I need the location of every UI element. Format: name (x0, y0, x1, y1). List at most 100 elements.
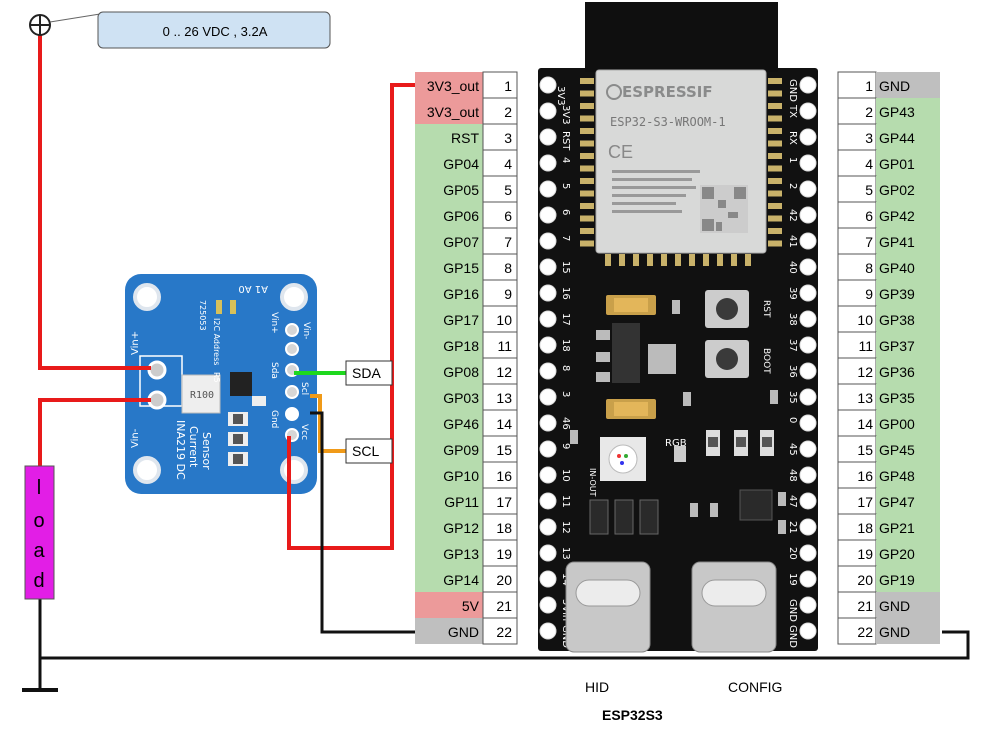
ina219-sensor-board: R100 Vin+ Vin- 725053 I2C Address A1 A0 … (125, 274, 317, 494)
header-pin (539, 622, 557, 640)
silk-name1: INA219 DC (174, 420, 187, 480)
pin-label-cell (415, 384, 483, 410)
wire-scl (310, 394, 346, 453)
ina219-chip (230, 372, 252, 396)
pin-label: GP40 (879, 260, 915, 276)
module-name: ESP32-S3-WROOM-1 (610, 115, 726, 129)
pin-label: 3V3_out (427, 104, 479, 120)
board-silk-label: 40 (787, 261, 798, 274)
pin-label: GP15 (443, 260, 479, 276)
board-silk-label: 18 (560, 339, 571, 352)
pin-number-cell (837, 487, 877, 515)
header-pin (799, 570, 817, 588)
silk-vcc: Vcc (299, 424, 309, 440)
pin-label-cell (876, 436, 940, 462)
pin-number: 18 (857, 520, 873, 536)
pin-label: GP42 (879, 208, 915, 224)
silk-vin-minus: Vin- (130, 428, 141, 448)
pin-number-cell (837, 279, 877, 307)
pin-number-cell (482, 383, 518, 411)
pin-number: 2 (865, 104, 873, 120)
pin-label: GP05 (443, 182, 479, 198)
pin-label: GP46 (443, 416, 479, 432)
silk-vin-minus-r: Vin- (301, 322, 311, 339)
header-pin (799, 232, 817, 250)
pin-number: 17 (857, 494, 873, 510)
header-pin (539, 492, 557, 510)
board-silk-label: 12 (560, 521, 571, 534)
pin-number: 10 (496, 312, 512, 328)
regulator-tab (648, 344, 676, 374)
pin-label: GP48 (879, 468, 915, 484)
board-silk-label: 48 (787, 469, 798, 482)
pin-label: GP11 (444, 494, 479, 510)
pin-number-cell (837, 175, 877, 203)
pin-number: 2 (504, 104, 512, 120)
pin-number: 20 (496, 572, 512, 588)
board-silk-label: 47 (787, 495, 798, 508)
rst-button[interactable] (705, 290, 749, 328)
header-pin (799, 414, 817, 432)
wire-vin-minus-to-load (38, 398, 151, 466)
pin-label-cell (415, 254, 483, 280)
pin-label-cell (415, 618, 483, 644)
pin-number: 4 (504, 156, 512, 172)
pin-label-cell (876, 410, 940, 436)
diode-array (589, 499, 659, 535)
pin-label: GP16 (443, 286, 479, 302)
pin-label: GP45 (879, 442, 915, 458)
supply-terminal: 0 .. 26 VDC , 3.2A (29, 11, 331, 49)
usb-c-port-hid[interactable] (565, 561, 651, 653)
usb-c-port-config[interactable] (691, 561, 777, 653)
supply-label: 0 .. 26 VDC , 3.2A (163, 24, 268, 39)
pin-label: GP00 (879, 416, 915, 432)
board-silk-label: 9 (560, 443, 571, 449)
pin-number-cell (837, 253, 877, 281)
header-pin (799, 622, 817, 640)
pin-label-cell (415, 462, 483, 488)
pin-number: 21 (496, 598, 512, 614)
pin-number: 13 (857, 390, 873, 406)
pin-label: GND (879, 624, 910, 640)
pin-label: GP12 (443, 520, 479, 536)
load-letter-4: d (33, 570, 44, 592)
board-silk-label: 46 (560, 417, 571, 430)
boot-button[interactable] (705, 340, 749, 378)
pin-number-cell (482, 201, 518, 229)
board-silk-label: 15 (560, 261, 571, 274)
sda-label: SDA (352, 365, 381, 381)
pin-label-cell (876, 98, 940, 124)
pin-label: GP19 (879, 572, 915, 588)
board-silk-label: 3V3 (560, 105, 571, 125)
silk-part: 725053 (198, 300, 207, 331)
load-resistor: l o a d (24, 465, 55, 600)
pin-number: 12 (857, 364, 873, 380)
pin-number: 21 (857, 598, 873, 614)
pin-label-cell (415, 332, 483, 358)
pin-label: GP01 (879, 156, 915, 172)
module-fine-print (612, 170, 700, 213)
board-silk-label: GND (787, 79, 798, 102)
pin-label-cell (415, 228, 483, 254)
pin-label: GP13 (443, 546, 479, 562)
scl-label: SCL (352, 443, 379, 459)
